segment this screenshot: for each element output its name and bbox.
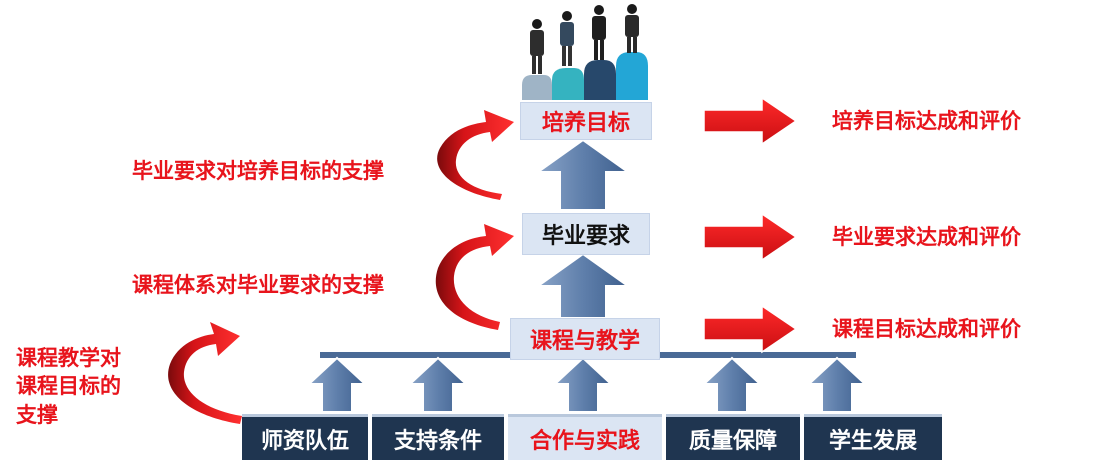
box-graduation-requirements: 毕业要求 <box>522 213 650 255</box>
label-requirements-eval: 毕业要求达成和评价 <box>832 225 1021 249</box>
box-graduation-requirements-label: 毕业要求 <box>541 224 630 249</box>
foundation-faculty: 师资队伍 <box>242 414 368 460</box>
foundation-quality-assurance-label: 质量保障 <box>688 428 777 454</box>
label-system-support-requirements: 课程体系对毕业要求的支撑 <box>132 273 384 297</box>
red-arrow-requirements-eval <box>703 212 798 262</box>
foundation-arrows <box>306 356 868 413</box>
foundation-support-conditions-label: 支持条件 <box>393 428 482 454</box>
curved-arrow-requirements-support <box>437 110 514 200</box>
foundation-student-development-label: 学生发展 <box>828 428 917 454</box>
label-course-eval: 课程目标达成和评价 <box>832 317 1021 341</box>
foundation-arrow-4 <box>701 356 763 413</box>
box-cultivation-objectives: 培养目标 <box>520 102 652 140</box>
foundation-arrow-5 <box>806 356 868 413</box>
foundation-quality-assurance: 质量保障 <box>666 414 800 460</box>
arrow-requirements-to-objectives <box>534 138 632 211</box>
foundation-support-conditions: 支持条件 <box>372 414 504 460</box>
foundation-cooperation-practice-label: 合作与实践 <box>529 428 640 454</box>
box-cultivation-objectives-label: 培养目标 <box>541 111 630 136</box>
box-curriculum-teaching: 课程与教学 <box>510 318 660 360</box>
red-arrow-objectives-eval <box>703 96 798 146</box>
foundation-faculty-label: 师资队伍 <box>260 428 349 454</box>
foundation-arrow-3 <box>552 356 614 413</box>
foundation-student-development: 学生发展 <box>804 414 942 460</box>
foundation-arrow-1 <box>306 356 368 413</box>
curved-arrow-system-support <box>435 224 514 330</box>
foundation-arrow-2 <box>407 356 469 413</box>
arrow-curriculum-to-requirements <box>534 252 632 319</box>
label-req-support-objectives: 毕业要求对培养目标的支撑 <box>132 159 384 183</box>
curved-arrow-teaching-support <box>168 322 242 424</box>
foundation-cooperation-practice: 合作与实践 <box>508 414 662 460</box>
label-teaching-support-line2: 课程目标的 <box>16 374 121 399</box>
red-arrow-course-eval <box>703 304 798 354</box>
label-objectives-eval: 培养目标达成和评价 <box>832 109 1021 133</box>
box-curriculum-teaching-label: 课程与教学 <box>529 329 640 354</box>
label-teaching-support-line3: 支撑 <box>16 402 58 427</box>
people-on-podiums-icon <box>522 4 648 100</box>
label-teaching-support: 课程教学对 课程目标的 支撑 <box>16 344 121 429</box>
label-teaching-support-line1: 课程教学对 <box>16 346 121 370</box>
